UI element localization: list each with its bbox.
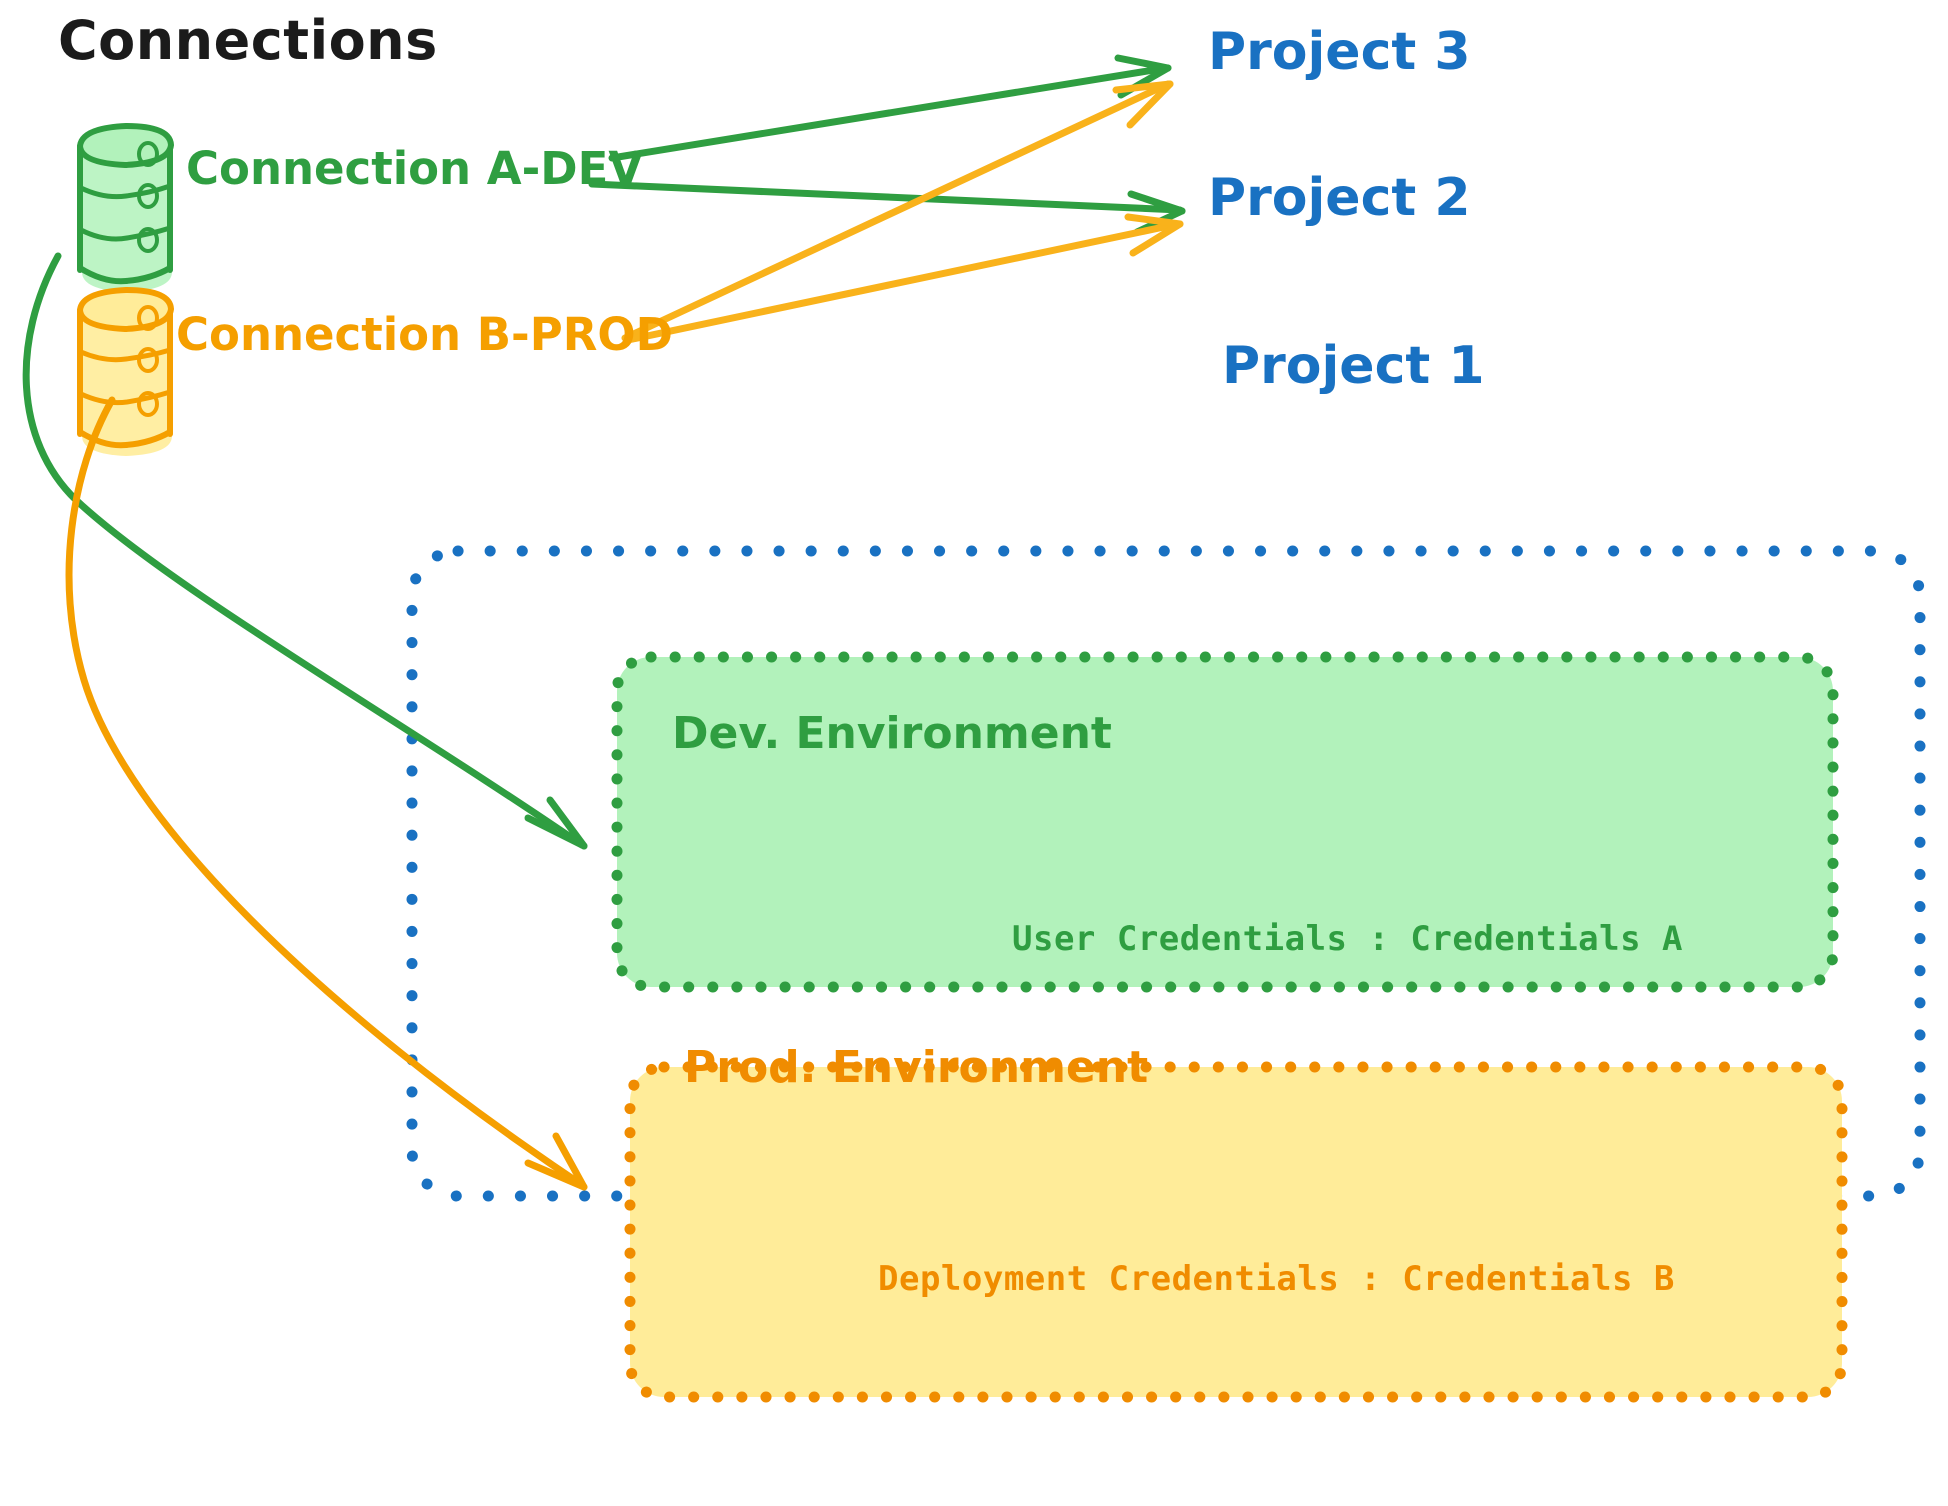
connection-b-prod-label[interactable]: Connection B-PROD: [176, 308, 673, 361]
prod-environment-credentials: Deployment Credentials : Credentials B: [878, 1259, 1675, 1299]
project-2-label[interactable]: Project 2: [1208, 168, 1471, 228]
prod-environment-title: Prod. Environment: [684, 1042, 1149, 1093]
prod-environment-box: [624, 1061, 1848, 1403]
database-cylinder-icon-green: [77, 123, 174, 292]
dev-environment-title: Dev. Environment: [672, 708, 1112, 759]
dev-environment-credentials: User Credentials : Credentials A: [1012, 919, 1684, 959]
arrow-conn-a-to-project-3: [608, 54, 1172, 162]
arrow-conn-b-to-project-2: [624, 213, 1184, 344]
arrow-conn-b-to-project-3: [621, 80, 1174, 342]
connection-a-dev-label[interactable]: Connection A-DEV: [186, 142, 644, 195]
dev-environment-box: [611, 651, 1839, 993]
project-3-label[interactable]: Project 3: [1208, 22, 1471, 82]
arrow-conn-a-to-dev-environment: [22, 252, 588, 850]
arrow-conn-b-to-prod-environment: [65, 396, 588, 1191]
page-title: Connections: [58, 9, 438, 72]
arrow-conn-a-to-project-2: [588, 180, 1186, 236]
project-1-label[interactable]: Project 1: [1222, 336, 1485, 396]
